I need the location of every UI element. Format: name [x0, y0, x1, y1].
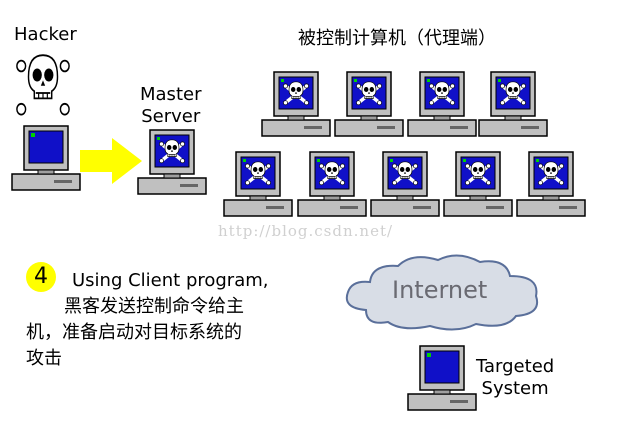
target-computer-icon — [406, 344, 478, 416]
agent-computer-icon — [406, 70, 478, 142]
agent-computer-icon — [296, 150, 368, 222]
internet-label: Internet — [392, 276, 488, 304]
step-text-line2: 黑客发送控制命令给主 — [64, 296, 244, 317]
agent-computer-icon — [333, 70, 405, 142]
agent-computer-icon — [369, 150, 441, 222]
agent-computer-icon — [260, 70, 332, 142]
step-text-line1: Using Client program, — [72, 270, 269, 291]
step-badge: 4 — [26, 262, 56, 292]
step-text-line3: 机，准备启动对目标系统的 — [26, 322, 242, 343]
master-label-line2: Server — [141, 106, 201, 127]
master-server-computer-icon — [136, 128, 208, 200]
agents-title: 被控制计算机（代理端） — [298, 28, 496, 49]
step-number: 4 — [34, 264, 48, 289]
master-label: Master Server — [140, 84, 201, 128]
agent-computer-icon — [515, 150, 587, 222]
master-label-line1: Master — [140, 84, 202, 105]
hacker-skull-icon — [14, 48, 72, 120]
attack-arrow — [80, 138, 142, 188]
target-label: Targeted System — [476, 356, 554, 400]
hacker-computer-icon — [10, 124, 82, 196]
watermark: http://blog.csdn.net/ — [218, 222, 394, 240]
agent-computer-icon — [442, 150, 514, 222]
internet-cloud: Internet — [336, 250, 548, 338]
step-text-line4: 攻击 — [26, 348, 62, 369]
hacker-label: Hacker — [14, 24, 77, 45]
target-label-line1: Targeted — [476, 356, 555, 377]
agent-computer-icon — [477, 70, 549, 142]
target-label-line2: System — [481, 378, 549, 399]
agent-computer-icon — [222, 150, 294, 222]
